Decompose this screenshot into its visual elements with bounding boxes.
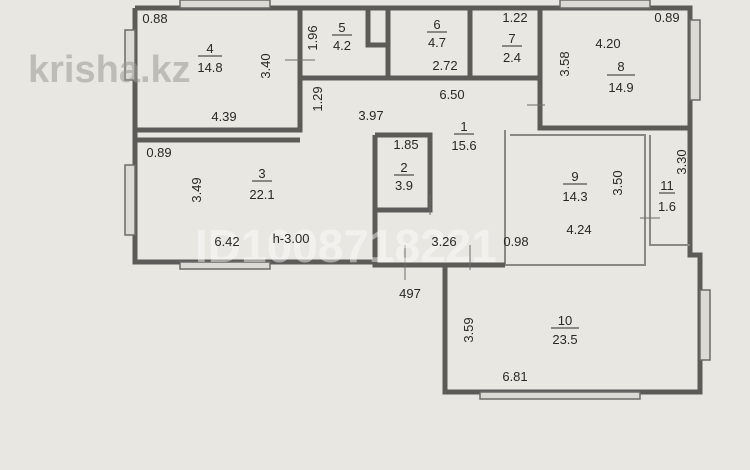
svg-text:23.5: 23.5 <box>552 332 577 347</box>
room-11-label: 11 1.6 <box>658 178 676 214</box>
svg-text:3.49: 3.49 <box>189 177 204 202</box>
svg-text:1.96: 1.96 <box>305 25 320 50</box>
svg-text:3.50: 3.50 <box>610 170 625 195</box>
svg-text:2: 2 <box>400 160 407 175</box>
svg-text:15.6: 15.6 <box>451 138 476 153</box>
svg-text:4.2: 4.2 <box>333 38 351 53</box>
room-7-label: 7 2.4 <box>502 31 522 65</box>
svg-text:2.4: 2.4 <box>503 50 521 65</box>
svg-text:3.26: 3.26 <box>431 234 456 249</box>
svg-text:1: 1 <box>460 119 467 134</box>
svg-text:11: 11 <box>660 178 674 193</box>
svg-text:4.24: 4.24 <box>566 222 591 237</box>
svg-text:6.42: 6.42 <box>214 234 239 249</box>
room-10-label: 10 23.5 <box>551 313 579 347</box>
svg-text:0.89: 0.89 <box>654 10 679 25</box>
svg-text:0.89: 0.89 <box>146 145 171 160</box>
room-4-label: 4 14.8 <box>197 41 222 75</box>
svg-text:3: 3 <box>258 166 265 181</box>
svg-text:9: 9 <box>571 169 578 184</box>
dimension-labels: 0.88 3.40 4.39 1.96 1.22 2.72 6.50 1.29 … <box>142 10 689 384</box>
windows <box>124 0 711 400</box>
svg-text:6.50: 6.50 <box>439 87 464 102</box>
svg-text:3.40: 3.40 <box>258 53 273 78</box>
svg-text:3.30: 3.30 <box>674 149 689 174</box>
svg-text:0.88: 0.88 <box>142 11 167 26</box>
svg-text:22.1: 22.1 <box>249 187 274 202</box>
room-9-label: 9 14.3 <box>562 169 587 204</box>
svg-text:3.9: 3.9 <box>395 178 413 193</box>
svg-text:5: 5 <box>338 20 345 35</box>
svg-text:0.98: 0.98 <box>503 234 528 249</box>
svg-text:4: 4 <box>206 41 213 56</box>
svg-text:3.97: 3.97 <box>358 108 383 123</box>
svg-text:1.85: 1.85 <box>393 137 418 152</box>
svg-text:6: 6 <box>433 17 440 32</box>
svg-text:1.29: 1.29 <box>310 86 325 111</box>
svg-text:4.7: 4.7 <box>428 35 446 50</box>
svg-text:10: 10 <box>558 313 572 328</box>
room-5-label: 5 4.2 <box>332 20 352 53</box>
svg-text:497: 497 <box>399 286 421 301</box>
svg-text:14.3: 14.3 <box>562 189 587 204</box>
svg-text:4.39: 4.39 <box>211 109 236 124</box>
svg-text:4.20: 4.20 <box>595 36 620 51</box>
room-2-label: 2 3.9 <box>394 160 414 193</box>
svg-text:3.58: 3.58 <box>557 51 572 76</box>
svg-text:8: 8 <box>617 59 624 74</box>
svg-text:14.9: 14.9 <box>608 80 633 95</box>
ceiling-height-label: h-3.00 <box>273 231 310 246</box>
room-6-label: 6 4.7 <box>427 17 447 50</box>
room-3-label: 3 22.1 <box>249 166 274 202</box>
room-8-label: 8 14.9 <box>607 59 635 95</box>
svg-text:14.8: 14.8 <box>197 60 222 75</box>
id-watermark: ID1008718221 <box>195 220 497 272</box>
svg-text:7: 7 <box>508 31 515 46</box>
svg-text:3.59: 3.59 <box>461 317 476 342</box>
svg-text:1.22: 1.22 <box>502 10 527 25</box>
svg-text:6.81: 6.81 <box>502 369 527 384</box>
svg-text:2.72: 2.72 <box>432 58 457 73</box>
svg-text:1.6: 1.6 <box>658 199 676 214</box>
krisha-watermark: krisha.kz <box>28 49 191 91</box>
room-1-label: 1 15.6 <box>451 119 476 153</box>
door-ticks <box>285 59 660 280</box>
